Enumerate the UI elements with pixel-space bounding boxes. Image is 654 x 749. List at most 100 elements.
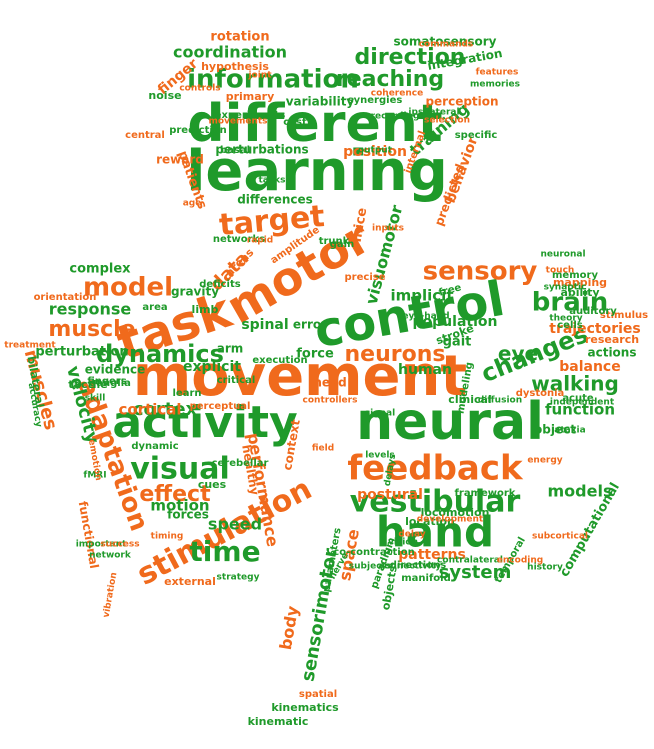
word-encoding: encoding [497, 556, 543, 566]
word-kinematics: kinematics [271, 701, 339, 714]
word-rapid: rapid [247, 236, 273, 246]
word-primary: primary [226, 90, 275, 103]
word-dynamic: dynamic [131, 441, 178, 452]
word-sensory: sensory [423, 257, 538, 287]
word-inputs: inputs [372, 224, 404, 234]
word-subcortical: subcortical [532, 532, 588, 542]
word-vestibular: vestibular [350, 485, 521, 520]
word-muscle: muscle [48, 317, 135, 342]
word-explicit: explicit [183, 359, 241, 375]
word-memories: memories [470, 80, 520, 90]
word-subjects: subjects [349, 562, 391, 572]
word-commands: commands [419, 40, 474, 50]
word-tasks: tasks [258, 176, 285, 186]
word-cloud-words: movementneuralcontroltasklearningdiffere… [4, 30, 648, 729]
word-fmri: fMRI [83, 471, 106, 481]
word-models: models [548, 482, 613, 501]
word-area: area [142, 302, 167, 313]
word-mice: mice [350, 207, 371, 244]
word-locomotion: locomotion [421, 506, 490, 519]
word-synergies: synergies [348, 95, 403, 106]
word-mapping: mapping [553, 276, 607, 289]
word-balance: balance [559, 359, 620, 375]
word-patterns: patterns [398, 547, 466, 563]
word-prediction: prediction [169, 125, 227, 136]
word-differences: differences [237, 193, 313, 207]
word-independent: independent [550, 398, 615, 408]
word-neurons: neurons [345, 342, 446, 367]
word-auditory: auditory [569, 306, 617, 317]
word-cerebellar: cerebellar [212, 458, 269, 469]
word-noise: noise [148, 89, 181, 102]
word-function: function [545, 401, 615, 419]
word-specific: specific [455, 130, 498, 141]
word-treatment: treatment [4, 341, 56, 351]
word-learn: learn [172, 388, 201, 399]
word-perturbation: perturbation [35, 345, 128, 360]
word-somatosensory: somatosensory [394, 35, 497, 49]
word-fingers: fingers [87, 376, 126, 387]
word-cortical: cortical [118, 401, 181, 419]
word-spatial: spatial [299, 689, 337, 700]
word-features: features [476, 68, 519, 78]
word-joint: joint [247, 71, 272, 81]
word-perceptual: perceptual [190, 401, 251, 412]
word-effect: effect [139, 482, 211, 507]
word-field: field [312, 444, 334, 454]
word-implicit: implicit [391, 287, 454, 305]
word-system: system [439, 562, 512, 583]
word-central: central [125, 130, 165, 141]
word-speed: speed [208, 515, 262, 534]
word-reaching: reaching [336, 67, 444, 92]
word-arm: arm [217, 342, 244, 356]
word-response: response [49, 300, 132, 319]
word-actions: actions [588, 346, 637, 360]
word-feedback: feedback [347, 449, 524, 489]
word-location: location [405, 515, 455, 528]
word-neural: neural [356, 392, 544, 452]
word-acute: acute [562, 393, 594, 404]
word-error: error [293, 318, 327, 332]
word-walking: walking [531, 372, 619, 396]
word-memory: memory [552, 270, 598, 281]
word-gain: gain [330, 239, 354, 250]
word-co-contraction: co-contraction [333, 547, 414, 558]
word-stimulus: stimulus [600, 310, 648, 321]
word-perturbations: perturbations [215, 143, 308, 157]
word-contralateral: contralateral [437, 556, 503, 566]
word-manifold: manifold [401, 573, 451, 584]
word-eye-hand: eye-hand [402, 312, 449, 322]
word-coordination: coordination [173, 43, 287, 62]
word-dystonia: dystonia [516, 388, 565, 399]
word-perception: perception [425, 95, 498, 109]
word-success: success [100, 540, 139, 550]
word-networks: networks [213, 234, 265, 245]
word-body: body [276, 604, 303, 652]
word-position: position [343, 144, 407, 160]
word-delay: delay [398, 530, 425, 540]
word-complex: complex [69, 262, 131, 277]
word-cost: cost [283, 117, 307, 128]
word-neuronal: neuronal [540, 250, 585, 260]
word-diffusion: diffusion [478, 396, 522, 406]
word-coherence: coherence [371, 89, 423, 99]
word-movement: movement [133, 344, 467, 409]
word-controllers: controllers [303, 396, 358, 406]
word-vision: vision [388, 538, 418, 548]
word-cells: cells [557, 320, 583, 331]
word-vibration: vibration [102, 572, 120, 619]
word-direction: direction [355, 45, 466, 70]
word-model: model [83, 273, 173, 303]
word-rotation: rotation [210, 30, 269, 45]
word-synaptic: synaptic [544, 283, 587, 293]
word-timing: timing [151, 532, 184, 542]
word-network: network [89, 551, 132, 561]
word-cues: cues [198, 478, 227, 491]
word-cortex: cortex [133, 399, 198, 420]
word-ganglia: ganglia [89, 378, 131, 389]
word-motion: motion [150, 497, 209, 515]
word-hypothesis: hypothesis [201, 60, 269, 73]
word-eye: eye [498, 342, 538, 366]
word-skill: skill [85, 394, 106, 404]
word-touch: touch [546, 266, 575, 276]
